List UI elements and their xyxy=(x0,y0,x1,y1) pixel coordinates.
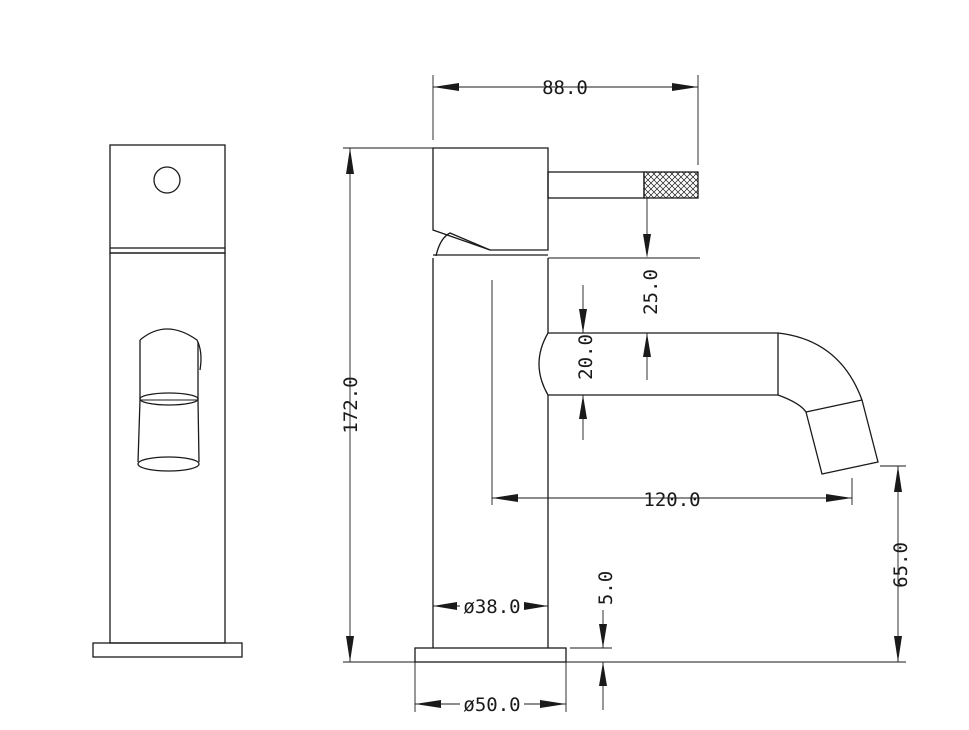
dim-lever-to-spout: 25.0 xyxy=(640,269,662,315)
side-handle-bevel xyxy=(435,232,491,257)
side-body xyxy=(432,258,549,648)
side-base-plate xyxy=(414,647,567,663)
front-collar xyxy=(109,248,226,254)
dim-base-thickness: 5.0 xyxy=(595,571,617,605)
dimension-lines xyxy=(343,75,906,712)
side-lever-knurled-grip xyxy=(643,171,699,199)
side-lever-shaft xyxy=(547,171,645,199)
front-handle-block xyxy=(109,144,226,249)
dim-body-diameter: ø38.0 xyxy=(463,596,520,618)
dim-spout-thickness: 20.0 xyxy=(575,334,597,380)
dim-base-diameter: ø50.0 xyxy=(463,694,520,716)
front-view xyxy=(92,144,243,658)
front-base-plate xyxy=(92,642,243,658)
dim-overall-height: 172.0 xyxy=(340,376,362,433)
dimension-labels: 88.0 172.0 25.0 20.0 120.0 65.0 ø38.0 5.… xyxy=(340,77,912,716)
front-indicator-circle xyxy=(153,166,181,194)
side-view xyxy=(414,147,879,663)
dim-lever-span: 88.0 xyxy=(542,77,588,99)
dim-spout-projection: 120.0 xyxy=(643,489,700,511)
dim-outlet-height: 65.0 xyxy=(890,542,912,588)
side-handle-block xyxy=(432,147,549,251)
front-spout xyxy=(137,328,202,472)
front-body xyxy=(109,252,226,644)
side-spout xyxy=(538,332,879,475)
